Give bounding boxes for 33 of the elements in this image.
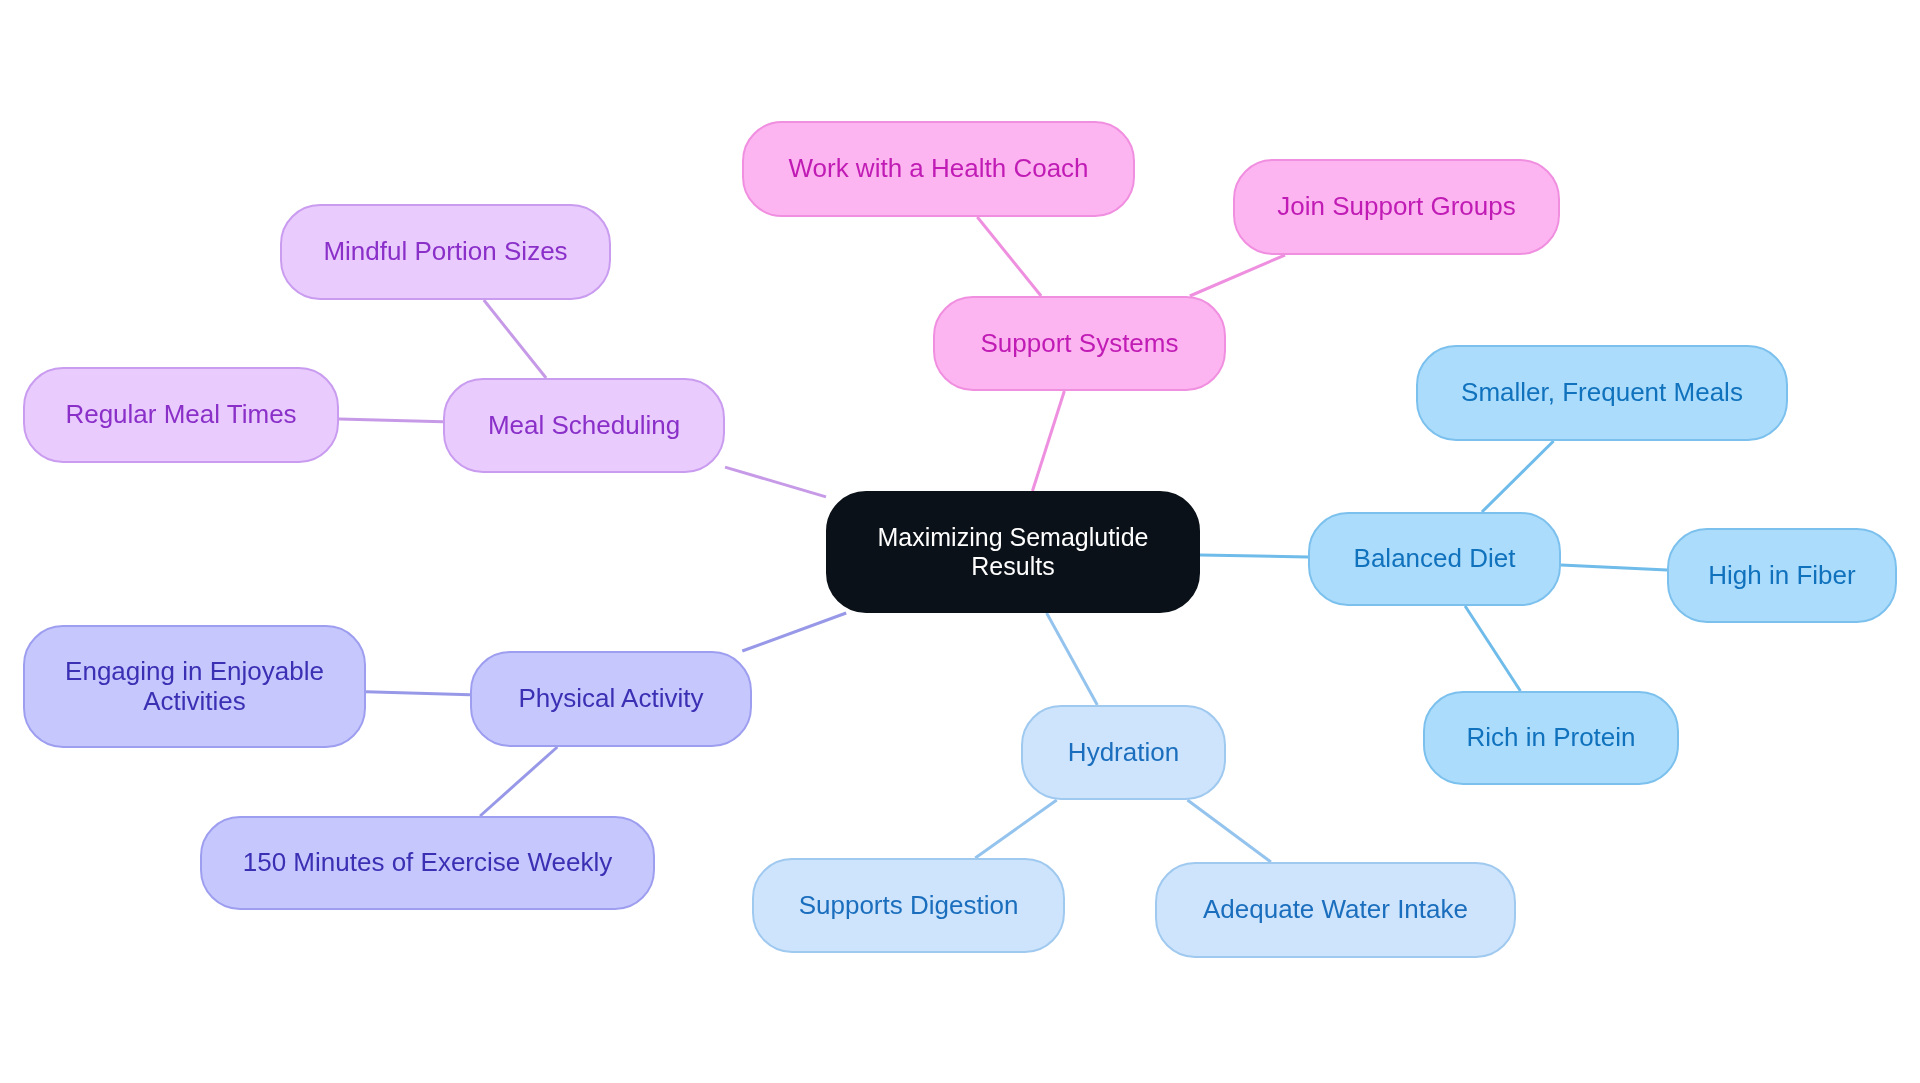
topic-box: Regular Meal Times	[23, 367, 339, 463]
topic-box: Hydration	[1021, 705, 1226, 800]
connector-line	[1199, 553, 1309, 559]
connector-line	[976, 216, 1043, 297]
central-topic-box: Maximizing Semaglutide Results	[826, 491, 1200, 613]
connector-line	[741, 611, 847, 653]
connector-line	[1480, 439, 1555, 514]
topic-box: Meal Scheduling	[443, 378, 725, 473]
connector-line	[479, 745, 559, 818]
topic-box: 150 Minutes of Exercise Weekly	[200, 816, 655, 910]
connector-line	[1045, 612, 1099, 706]
topic-box: Work with a Health Coach	[742, 121, 1135, 217]
topic-box: Engaging in Enjoyable Activities	[23, 625, 366, 748]
topic-box: Mindful Portion Sizes	[280, 204, 611, 300]
connector-line	[1189, 253, 1286, 298]
connector-line	[482, 299, 548, 379]
topic-box: Join Support Groups	[1233, 159, 1560, 255]
connector-line	[724, 465, 827, 499]
topic-box: Smaller, Frequent Meals	[1416, 345, 1788, 441]
connector-line	[338, 417, 444, 424]
topic-box: Balanced Diet	[1308, 512, 1561, 606]
connector-line	[1031, 390, 1066, 492]
topic-box: Rich in Protein	[1423, 691, 1679, 785]
topic-box: Support Systems	[933, 296, 1226, 391]
topic-box: Supports Digestion	[752, 858, 1065, 953]
connector-line	[1463, 605, 1522, 692]
topic-box: High in Fiber	[1667, 528, 1897, 623]
connector-line	[1560, 563, 1668, 572]
topic-box: Physical Activity	[470, 651, 752, 747]
connector-line	[1186, 798, 1272, 864]
connector-line	[974, 798, 1058, 860]
connector-line	[365, 690, 471, 697]
topic-box: Adequate Water Intake	[1155, 862, 1516, 958]
